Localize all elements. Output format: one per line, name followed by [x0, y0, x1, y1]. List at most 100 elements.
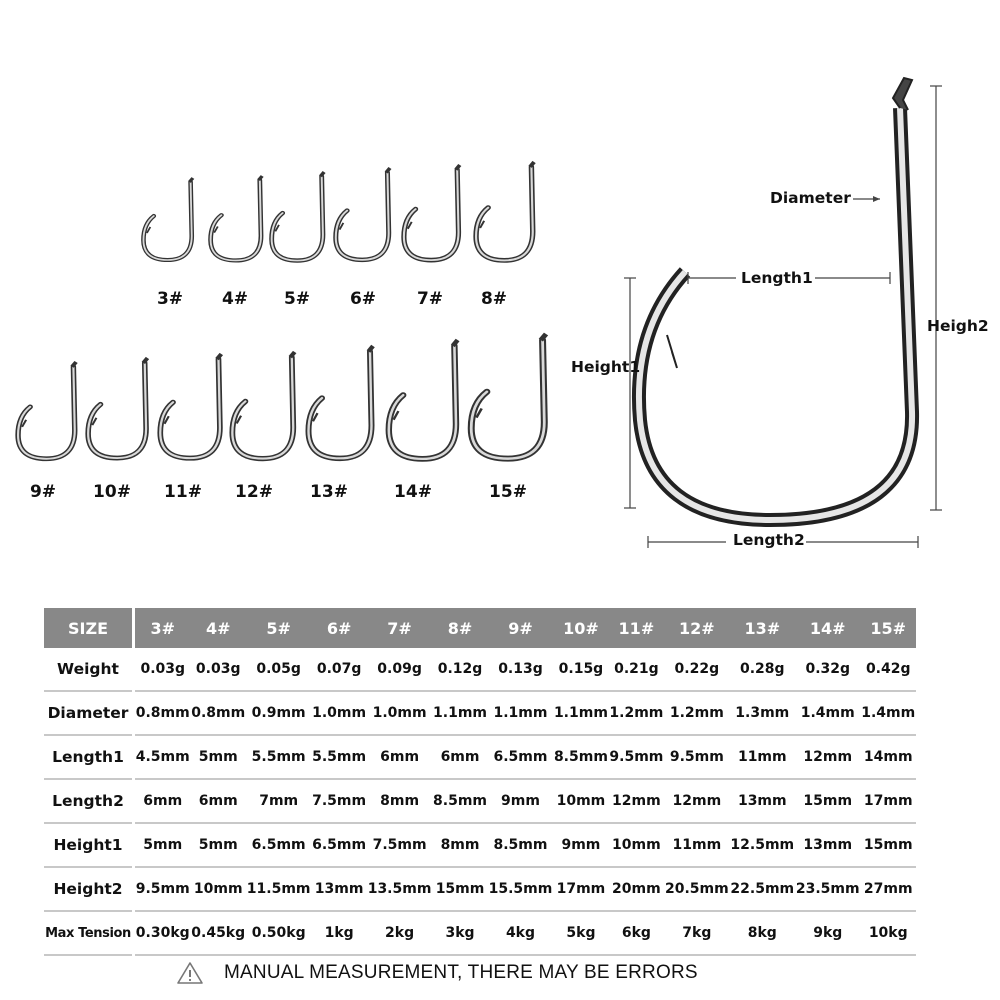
hook-10 [88, 358, 147, 458]
table-cell: 0.21g [608, 648, 665, 692]
table-cell: 9.5mm [608, 735, 665, 780]
size-col-header: 4# [190, 608, 246, 648]
table-cell: 0.50kg [245, 911, 312, 956]
table-cell: 6.5mm [245, 823, 312, 868]
table-cell: 0.03g [190, 648, 246, 692]
table-cell: 10kg [860, 911, 916, 956]
row-label: Height1 [44, 823, 135, 868]
size-label-5: 5# [283, 289, 311, 309]
hook-11 [160, 354, 221, 458]
table-cell: 27mm [860, 867, 916, 912]
table-cell: 0.22g [664, 648, 730, 692]
table-cell: 10mm [608, 823, 665, 868]
table-cell: 6.5mm [487, 735, 554, 780]
table-cell: 12mm [664, 779, 730, 824]
table-cell: 4kg [487, 911, 554, 956]
table-cell: 0.15g [553, 648, 609, 692]
size-label-12: 12# [235, 482, 273, 502]
size-label-3: 3# [156, 289, 184, 309]
spec-table: SIZE 3# 4# 5# 6# 7# 8# 9# 10# 11# 12# 13… [44, 608, 916, 956]
row-label: Length2 [44, 779, 135, 824]
table-cell: 3kg [432, 911, 488, 956]
row-label: Max Tension [44, 911, 135, 956]
size-label-4: 4# [221, 289, 249, 309]
size-col-header: 3# [133, 608, 191, 648]
size-header: SIZE [44, 608, 135, 648]
table-cell: 9.5mm [133, 867, 191, 912]
height2-label: Heigh2 [927, 317, 989, 335]
table-cell: 13mm [311, 867, 367, 912]
table-cell: 0.13g [487, 648, 554, 692]
warning-triangle-icon [177, 962, 203, 984]
length1-label: Length1 [741, 269, 813, 287]
hook-sizes-illustration [0, 76, 942, 548]
hook-5 [272, 172, 324, 261]
table-cell: 2kg [366, 911, 433, 956]
table-cell: 5.5mm [311, 735, 367, 780]
table-cell: 13.5mm [366, 867, 433, 912]
table-cell: 23.5mm [795, 867, 861, 912]
hook-12 [232, 352, 294, 459]
table-cell: 9mm [553, 823, 609, 868]
table-cell: 6.5mm [311, 823, 367, 868]
table-cell: 1.1mm [487, 691, 554, 736]
table-cell: 1kg [311, 911, 367, 956]
size-label-6: 6# [349, 289, 377, 309]
table-cell: 0.28g [729, 648, 796, 692]
table-cell: 12.5mm [729, 823, 796, 868]
table-cell: 0.42g [860, 648, 916, 692]
size-col-header: 9# [487, 608, 554, 648]
size-col-header: 13# [729, 608, 796, 648]
table-cell: 6mm [432, 735, 488, 780]
table-cell: 9kg [795, 911, 861, 956]
table-cell: 8.5mm [553, 735, 609, 780]
hook-7 [404, 165, 460, 260]
table-cell: 8.5mm [432, 779, 488, 824]
table-cell: 0.03g [133, 648, 191, 692]
table-cell: 15mm [795, 779, 861, 824]
table-cell: 14mm [860, 735, 916, 780]
table-cell: 8mm [366, 779, 433, 824]
table-cell: 12mm [795, 735, 861, 780]
table-cell: 1.2mm [608, 691, 665, 736]
hook-9 [18, 362, 76, 459]
table-cell: 6mm [133, 779, 191, 824]
table-cell: 4.5mm [133, 735, 191, 780]
table-cell: 12mm [608, 779, 665, 824]
size-col-header: 10# [553, 608, 609, 648]
table-cell: 6mm [366, 735, 433, 780]
table-cell: 1.1mm [553, 691, 609, 736]
table-cell: 7.5mm [366, 823, 433, 868]
size-label-9: 9# [29, 482, 57, 502]
hook-8 [476, 162, 534, 260]
table-cell: 0.07g [311, 648, 367, 692]
table-cell: 17mm [860, 779, 916, 824]
hook-14 [389, 340, 458, 459]
table-cell: 5.5mm [245, 735, 312, 780]
hook-4 [211, 176, 263, 260]
hook-6 [336, 168, 390, 260]
table-cell: 0.9mm [245, 691, 312, 736]
table-cell: 0.30kg [133, 911, 191, 956]
table-cell: 17mm [553, 867, 609, 912]
table-cell: 0.8mm [133, 691, 191, 736]
table-cell: 6mm [190, 779, 246, 824]
row-label: Length1 [44, 735, 135, 780]
size-col-header: 12# [664, 608, 730, 648]
table-cell: 10mm [190, 867, 246, 912]
size-label-14: 14# [394, 482, 432, 502]
size-col-header: 7# [366, 608, 433, 648]
table-cell: 1.0mm [366, 691, 433, 736]
hook-15 [471, 334, 546, 459]
size-col-header: 15# [860, 608, 916, 648]
size-label-13: 13# [310, 482, 348, 502]
table-cell: 1.2mm [664, 691, 730, 736]
table-cell: 11.5mm [245, 867, 312, 912]
table-cell: 11mm [729, 735, 796, 780]
size-label-15: 15# [489, 482, 527, 502]
table-cell: 10mm [553, 779, 609, 824]
